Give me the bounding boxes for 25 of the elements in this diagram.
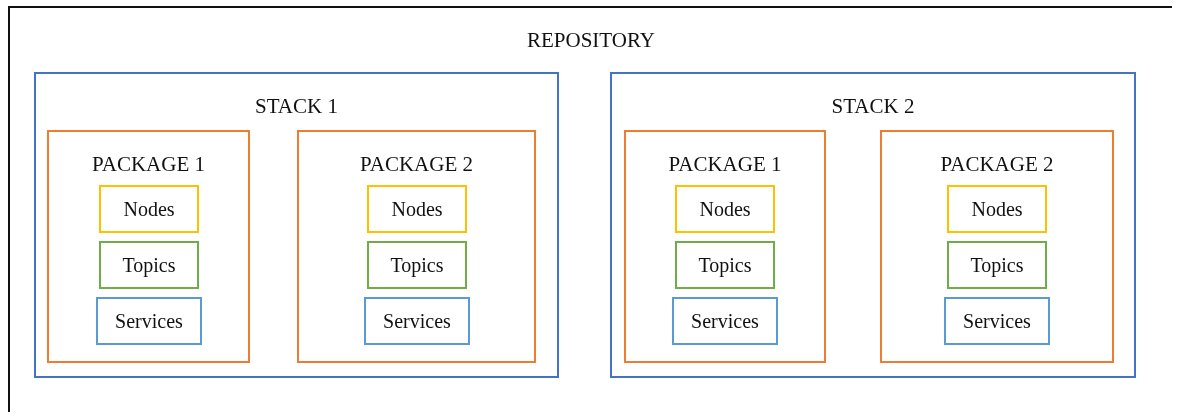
item-box: Services [672,297,778,345]
item-box: Services [96,297,202,345]
item-box: Topics [675,241,775,289]
container-title: PACKAGE 1 [91,152,206,177]
item-box: Nodes [367,185,467,233]
item-box: Nodes [947,185,1047,233]
item-box: Nodes [675,185,775,233]
item-box: Topics [947,241,1047,289]
container-title: REPOSITORY [526,28,656,53]
package-container [624,130,826,363]
container-title: PACKAGE 2 [939,152,1055,177]
item-box: Topics [367,241,467,289]
container-title: STACK 2 [830,94,916,119]
container-title: PACKAGE 1 [667,152,783,177]
package-container [880,130,1114,363]
stack-container [34,72,559,378]
item-box: Services [364,297,470,345]
package-container [297,130,536,363]
stack-container [610,72,1136,378]
item-box: Services [944,297,1050,345]
item-box: Topics [99,241,199,289]
item-box: Nodes [99,185,199,233]
container-title: STACK 1 [254,94,339,119]
package-container [47,130,250,363]
container-title: PACKAGE 2 [359,152,474,177]
